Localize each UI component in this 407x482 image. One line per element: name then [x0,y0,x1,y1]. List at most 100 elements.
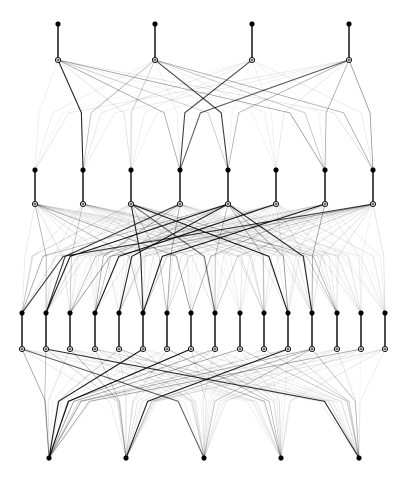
input-node-5 [356,455,362,461]
sum-icon [18,345,26,353]
edge [203,348,289,459]
edge [130,203,192,314]
edge [275,203,289,314]
edge [179,203,386,314]
edge [82,203,192,314]
edge [45,203,326,314]
edge [280,348,362,459]
edge [214,348,360,459]
output-node-4 [346,21,352,27]
edge [69,203,277,314]
sum-icon [31,200,39,208]
edge [45,203,132,314]
hidden-2-node-11 [261,310,267,316]
edge [34,203,96,314]
sum-icon [236,345,244,353]
hidden-1-node-2 [80,167,86,173]
edge [311,348,360,459]
edge [118,203,374,314]
edge [69,348,127,459]
edge [94,348,282,459]
edge [324,59,350,171]
sum-icon [151,56,159,64]
hidden-1-node-1 [32,167,38,173]
hidden-2-node-7 [164,310,170,316]
edge [94,203,181,314]
edge [275,203,313,314]
edge [227,203,243,314]
edge [48,348,338,459]
edge [48,348,168,459]
sum-icon [272,200,280,208]
edge [203,348,313,459]
edge [34,203,216,314]
sum-icon [66,345,74,353]
hidden-2-node-15 [358,310,364,316]
edge [45,348,360,459]
edge [130,203,241,314]
sum-icon [187,345,195,353]
hidden-2-node-2 [43,310,49,316]
edge [94,203,229,314]
edge [227,203,313,314]
edge [360,203,374,314]
sum-icon [163,345,171,353]
edge [94,203,132,314]
edge [203,348,386,459]
edge [154,59,326,171]
sum-icon [321,200,329,208]
edge [154,59,229,171]
edge [45,348,205,459]
edge [202,348,216,459]
edge [44,348,50,459]
sum-icon [345,56,353,64]
edge [372,203,386,314]
hidden-2-node-14 [334,310,340,316]
edge [125,348,289,459]
edge [118,348,360,459]
edge [48,348,362,459]
edge [166,203,229,314]
edge [94,203,374,314]
edge [48,348,192,459]
edge [69,348,205,459]
output-node-3 [249,21,255,27]
edge [94,348,127,459]
edge [94,348,205,459]
edge [214,203,326,314]
edge [263,348,360,459]
edge [34,203,313,314]
input-node-4 [278,455,284,461]
edge [166,348,360,459]
sum-icon [176,200,184,208]
edge [125,348,144,459]
edge [166,203,374,314]
edge [154,59,277,171]
edge [251,59,277,171]
input-node-3 [201,455,207,461]
edge [324,203,386,314]
edge [190,203,229,314]
edge [227,59,350,171]
edge [166,203,326,314]
stem-layer [21,24,386,346]
edge [130,203,362,314]
edge [358,348,386,459]
edge [57,59,181,171]
edge [34,203,265,314]
edge [280,348,386,459]
edge [118,203,277,314]
edge [57,59,84,171]
edge [311,203,326,314]
output-node-1 [55,21,61,27]
edge [57,59,277,171]
sum-icon [91,345,99,353]
edge [34,203,144,314]
edge [21,203,84,314]
edge [125,348,192,459]
edge [69,203,181,314]
edge [190,348,282,459]
edge [166,348,205,459]
edge [21,203,132,314]
edge [34,59,350,171]
